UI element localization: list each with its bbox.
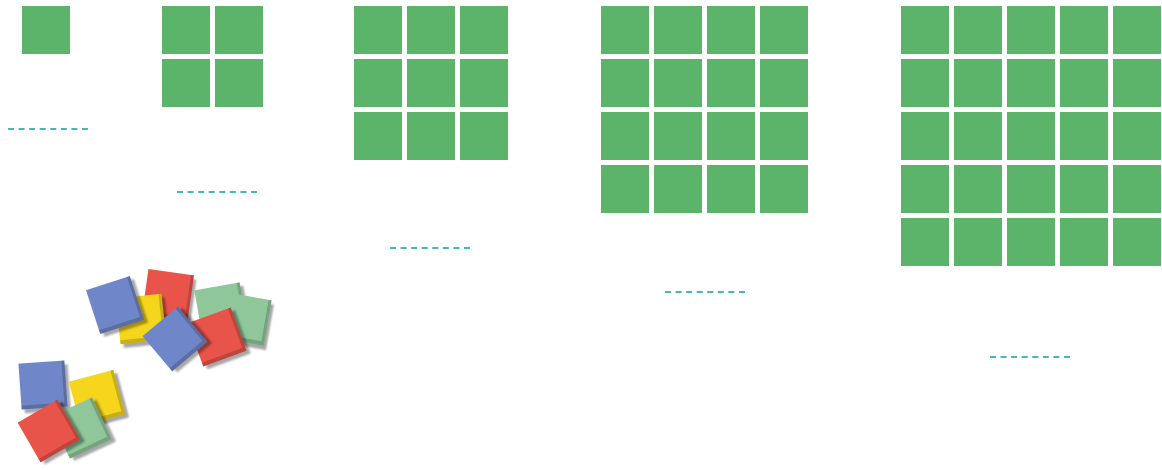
grid-square	[354, 6, 402, 54]
grid-square	[1060, 6, 1108, 54]
grid-square	[654, 59, 702, 107]
grid-square	[354, 59, 402, 107]
grid-square	[1007, 59, 1055, 107]
answer-blank-4[interactable]	[665, 291, 745, 293]
grid-square	[654, 6, 702, 54]
grid-square	[901, 59, 949, 107]
grid-square	[760, 6, 808, 54]
grid-square	[601, 165, 649, 213]
grid-square	[954, 6, 1002, 54]
grid-square	[1060, 112, 1108, 160]
grid-square	[954, 59, 1002, 107]
grid-square	[354, 112, 402, 160]
grid-square	[1007, 165, 1055, 213]
grid-square	[1007, 6, 1055, 54]
grid-square	[407, 112, 455, 160]
grid-square	[707, 112, 755, 160]
grid-square	[954, 112, 1002, 160]
grid-square	[1113, 6, 1161, 54]
colored-tiles-pile	[0, 0, 300, 470]
grid-square	[601, 112, 649, 160]
grid-square	[460, 59, 508, 107]
answer-blank-5[interactable]	[990, 356, 1070, 358]
grid-square	[1060, 59, 1108, 107]
grid-square	[954, 218, 1002, 266]
grid-square	[1007, 218, 1055, 266]
grid-square	[407, 59, 455, 107]
grid-square	[901, 165, 949, 213]
square-pattern-5x5	[901, 6, 1161, 266]
tile-blue	[18, 360, 67, 409]
grid-square	[901, 6, 949, 54]
grid-square	[601, 59, 649, 107]
square-pattern-4x4	[601, 6, 808, 213]
grid-square	[1113, 59, 1161, 107]
grid-square	[654, 165, 702, 213]
grid-square	[1060, 165, 1108, 213]
grid-square	[1007, 112, 1055, 160]
grid-square	[601, 6, 649, 54]
grid-square	[954, 165, 1002, 213]
grid-square	[707, 59, 755, 107]
grid-square	[407, 6, 455, 54]
grid-square	[760, 165, 808, 213]
grid-square	[707, 165, 755, 213]
square-pattern-3x3	[354, 6, 508, 160]
grid-square	[901, 218, 949, 266]
answer-blank-3[interactable]	[390, 247, 470, 249]
grid-square	[760, 112, 808, 160]
grid-square	[654, 112, 702, 160]
grid-square	[460, 6, 508, 54]
grid-square	[901, 112, 949, 160]
grid-square	[1113, 218, 1161, 266]
grid-square	[760, 59, 808, 107]
grid-square	[1060, 218, 1108, 266]
grid-square	[707, 6, 755, 54]
grid-square	[460, 112, 508, 160]
grid-square	[1113, 112, 1161, 160]
grid-square	[1113, 165, 1161, 213]
